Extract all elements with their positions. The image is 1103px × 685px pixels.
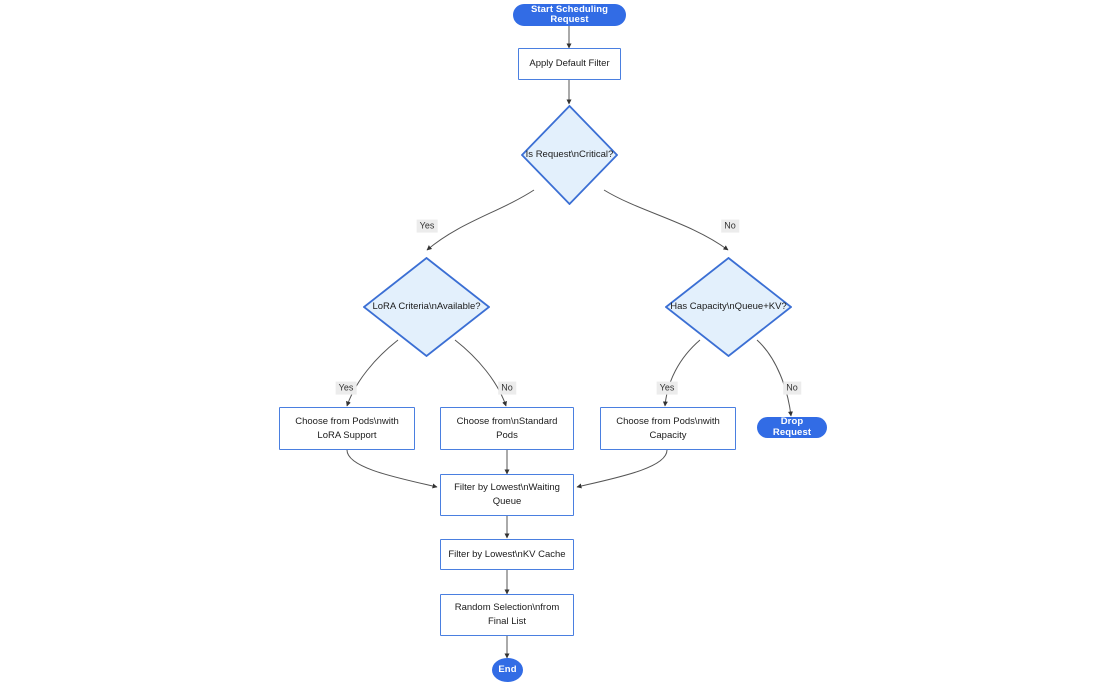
node-filter-lowest-waiting-queue-label: Filter by Lowest\nWaiting Queue [454,482,560,507]
edge-label-capacity-yes: Yes [656,381,678,395]
diamond-shape-is-request-critical [521,105,618,205]
node-end[interactable]: End [492,658,523,682]
node-choose-pods-capacity[interactable]: Choose from Pods\nwith Capacity [600,407,736,450]
diamond-shape-lora-criteria-available [363,257,490,357]
node-end-label: End [498,663,517,675]
node-random-selection-final-list-label: Random Selection\nfrom Final List [454,602,560,627]
node-lora-criteria-available[interactable]: LoRA Criteria\nAvailable? [363,257,490,357]
node-has-capacity-queue-kv[interactable]: Has Capacity\nQueue+KV? [665,257,792,357]
node-filter-lowest-kv-cache[interactable]: Filter by Lowest\nKV Cache [440,539,574,570]
node-drop-request-label: Drop Request [772,416,812,438]
edge-is-critical-to-lora-criteria [426,189,535,251]
node-choose-standard-pods-label: Choose from\nStandard Pods [456,415,558,441]
node-start[interactable]: Start Scheduling Request [513,4,626,26]
node-apply-default-filter-label: Apply Default Filter [529,58,610,70]
node-apply-default-filter[interactable]: Apply Default Filter [518,48,621,80]
node-lora-criteria-available-label: LoRA Criteria\nAvailable? [372,301,481,313]
node-filter-lowest-kv-cache-label: Filter by Lowest\nKV Cache [448,548,566,560]
node-choose-pods-lora-support-label: Choose from Pods\nwith LoRA Support [295,415,399,441]
node-random-selection-final-list[interactable]: Random Selection\nfrom Final List [440,594,574,636]
edge-label-capacity-no: No [783,381,801,395]
edge-label-critical-no: No [721,219,739,233]
edge-label-lora-no: No [498,381,516,395]
edge-pods-lora-to-filter-queue [346,449,438,489]
edge-label-lora-yes: Yes [335,381,357,395]
edge-pods-capacity-to-filter-queue [576,449,668,489]
diamond-shape-has-capacity-queue-kv [665,257,792,357]
node-start-label: Start Scheduling Request [530,3,609,25]
node-choose-pods-capacity-label: Choose from Pods\nwith Capacity [616,415,720,441]
node-is-request-critical-label: Is Request\nCritical? [525,149,614,161]
node-filter-lowest-waiting-queue[interactable]: Filter by Lowest\nWaiting Queue [440,474,574,516]
node-is-request-critical[interactable]: Is Request\nCritical? [521,105,618,205]
node-choose-standard-pods[interactable]: Choose from\nStandard Pods [440,407,574,450]
edge-is-critical-to-has-capacity [603,189,729,251]
edge-label-critical-yes: Yes [416,219,438,233]
node-drop-request[interactable]: Drop Request [757,416,827,438]
node-has-capacity-queue-kv-label: Has Capacity\nQueue+KV? [670,301,787,313]
node-choose-pods-lora-support[interactable]: Choose from Pods\nwith LoRA Support [279,407,415,450]
